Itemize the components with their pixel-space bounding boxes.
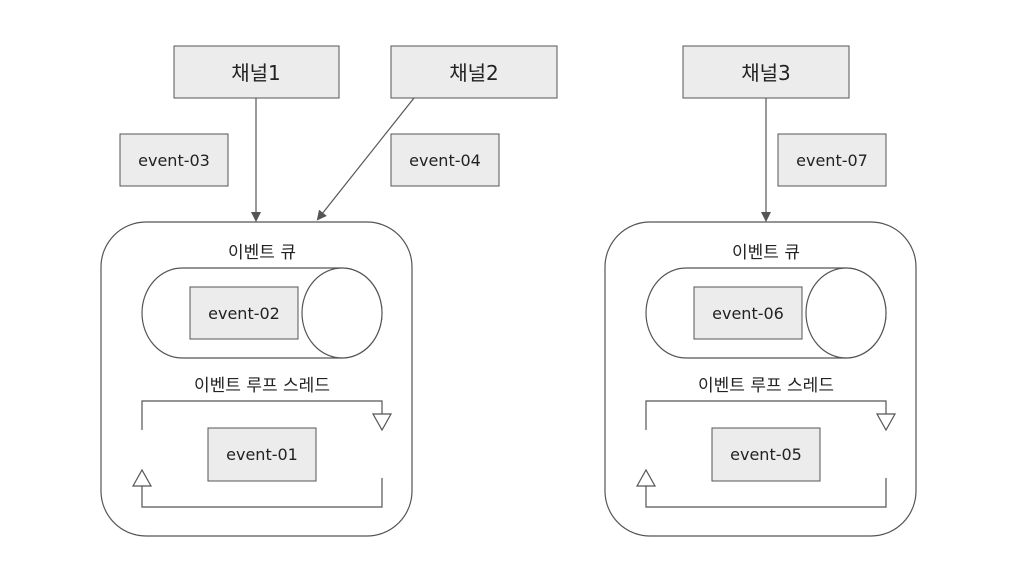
loop-1-up-arrow	[131, 468, 153, 487]
channel-2-label: 채널2	[449, 61, 499, 85]
floating-event-04: event-04	[390, 133, 500, 187]
event-loop-group-2: 이벤트 큐 event-06 이벤트 루프 스레드 event-05	[604, 221, 917, 537]
loop-2-up-arrow	[635, 468, 657, 487]
floating-event-03: event-03	[119, 133, 229, 187]
queue-1-event-label: event-02	[208, 304, 280, 323]
queue-1-title: 이벤트 큐	[228, 243, 296, 263]
loop-2-bottom-path	[645, 478, 887, 508]
queue-2-title: 이벤트 큐	[732, 243, 800, 263]
event-04-label: event-04	[409, 151, 481, 170]
loop-2-down-arrow	[875, 413, 897, 432]
loop-2-top-path	[645, 400, 887, 430]
loop-1-down-arrow	[371, 413, 393, 432]
loop-1-event-box	[207, 427, 317, 482]
channel-1: 채널1	[173, 45, 340, 99]
event-03-label: event-03	[138, 151, 210, 170]
channel-3-label: 채널3	[741, 61, 791, 85]
loop-2-title: 이벤트 루프 스레드	[698, 376, 834, 396]
loop-1-top-path	[141, 400, 383, 430]
group-2-container	[604, 221, 917, 537]
loop-2-event-label: event-05	[730, 445, 802, 464]
loop-1-bottom-path	[141, 478, 383, 508]
floating-event-07: event-07	[777, 133, 887, 187]
queue-2-event-box	[693, 286, 803, 340]
event-loop-group-1: 이벤트 큐 event-02 이벤트 루프 스레드 event-01	[100, 221, 413, 537]
loop-1-event-label: event-01	[226, 445, 298, 464]
queue-2-event-label: event-06	[712, 304, 784, 323]
group-1-container	[100, 221, 413, 537]
channel-2: 채널2	[390, 45, 558, 99]
loop-1-title: 이벤트 루프 스레드	[194, 376, 330, 396]
channel-3: 채널3	[682, 45, 850, 99]
arrow-channel-2	[316, 97, 415, 221]
queue-1-event-box	[189, 286, 299, 340]
loop-2-event-box	[711, 427, 821, 482]
channel-1-label: 채널1	[231, 61, 281, 85]
queue-1-end-cap	[301, 267, 383, 359]
queue-2-end-cap	[805, 267, 887, 359]
event-07-label: event-07	[796, 151, 868, 170]
